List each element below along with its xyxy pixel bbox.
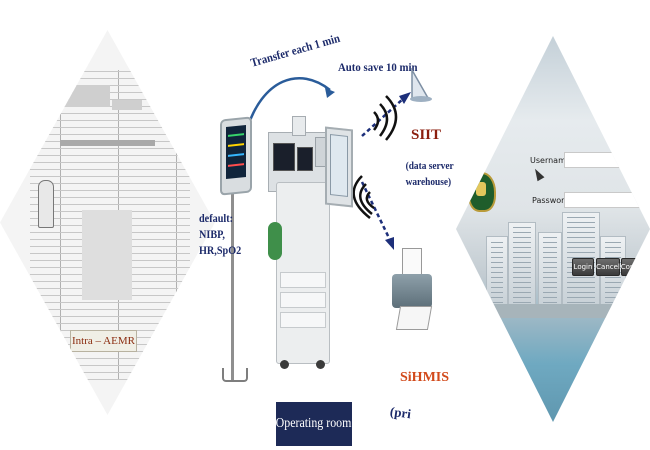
paper-record-form: Intra – AEMR	[0, 30, 215, 415]
siit-title: SIIT	[411, 127, 442, 143]
transfer-arrow	[244, 76, 331, 133]
wifi-signal-icon	[372, 95, 398, 141]
machine-wheel	[316, 360, 325, 369]
machine-screen	[273, 143, 295, 171]
anesthesia-machine-icon	[262, 112, 344, 372]
siit-description-line: (data server	[405, 160, 454, 172]
sihmis-title: SiHMIS	[400, 370, 450, 385]
waveform-blue	[228, 153, 244, 157]
pole-clamp	[222, 368, 248, 382]
form-row-block	[60, 140, 155, 146]
cancel-button[interactable]: Cancel	[596, 258, 620, 276]
default-line: NIBP,	[199, 227, 225, 241]
username-label: Username :	[530, 156, 577, 165]
server-dish-icon	[410, 68, 432, 102]
siit-description: (data server warehouse)	[402, 158, 454, 190]
building	[486, 236, 508, 308]
siit-description-line: warehouse)	[405, 176, 452, 188]
waveform-green	[228, 133, 244, 137]
machine-screen	[297, 147, 313, 171]
breathing-bag	[268, 222, 282, 260]
wifi-signal-icon	[352, 175, 375, 219]
hospital-crest-icon	[468, 172, 496, 212]
sihmis-subtitle: (pri	[389, 403, 412, 422]
machine-wheel	[280, 360, 289, 369]
machine-drawer	[280, 292, 326, 308]
login-button[interactable]: Login	[572, 258, 594, 276]
default-line: HR,SpO2	[199, 243, 242, 257]
waterfront	[456, 304, 650, 318]
login-screen: Username : Password : Login Cancel Confi…	[456, 36, 650, 422]
login-diamond-frame: Username : Password : Login Cancel Confi…	[456, 36, 650, 422]
form-chart-area	[82, 210, 132, 300]
default-line: default:	[199, 211, 233, 225]
mouse-cursor-icon	[531, 166, 545, 182]
building	[538, 232, 562, 308]
siit-arrowhead	[399, 92, 411, 104]
side-monitor-icon	[325, 126, 353, 208]
password-input[interactable]	[564, 192, 642, 208]
autosave-label: Auto save 10 min	[338, 60, 418, 74]
siit-arrow	[361, 97, 405, 137]
form-label-box: Intra – AEMR	[70, 330, 137, 352]
printer-body	[392, 274, 432, 308]
printer-icon	[390, 248, 434, 348]
building	[508, 222, 536, 308]
printer-arrow	[360, 181, 392, 241]
password-label: Password :	[532, 196, 575, 205]
monitor-pole	[231, 180, 234, 380]
waveform-yellow	[228, 143, 244, 147]
operating-room-label: Operating room	[276, 416, 352, 431]
form-label: Intra – AEMR	[72, 335, 135, 347]
monitor-screen	[226, 124, 246, 180]
config-button[interactable]: Config	[621, 258, 643, 276]
waveform-red	[228, 163, 244, 167]
printer-tray	[395, 306, 433, 330]
side-monitor-screen	[330, 134, 348, 197]
default-parameters: default: NIBP, HR,SpO2	[199, 210, 247, 258]
machine-drawer	[280, 312, 326, 328]
machine-drawer	[280, 272, 326, 288]
operating-room-box: Operating room	[276, 402, 352, 446]
form-header-block	[112, 100, 142, 110]
patient-monitor-icon	[220, 116, 252, 196]
body-diagram-icon	[38, 180, 54, 228]
transfer-arrowhead	[325, 88, 335, 98]
form-header-block	[62, 85, 110, 107]
username-input[interactable]	[564, 152, 650, 168]
printer-arrowhead	[385, 237, 394, 250]
machine-vaporizer	[292, 116, 306, 136]
